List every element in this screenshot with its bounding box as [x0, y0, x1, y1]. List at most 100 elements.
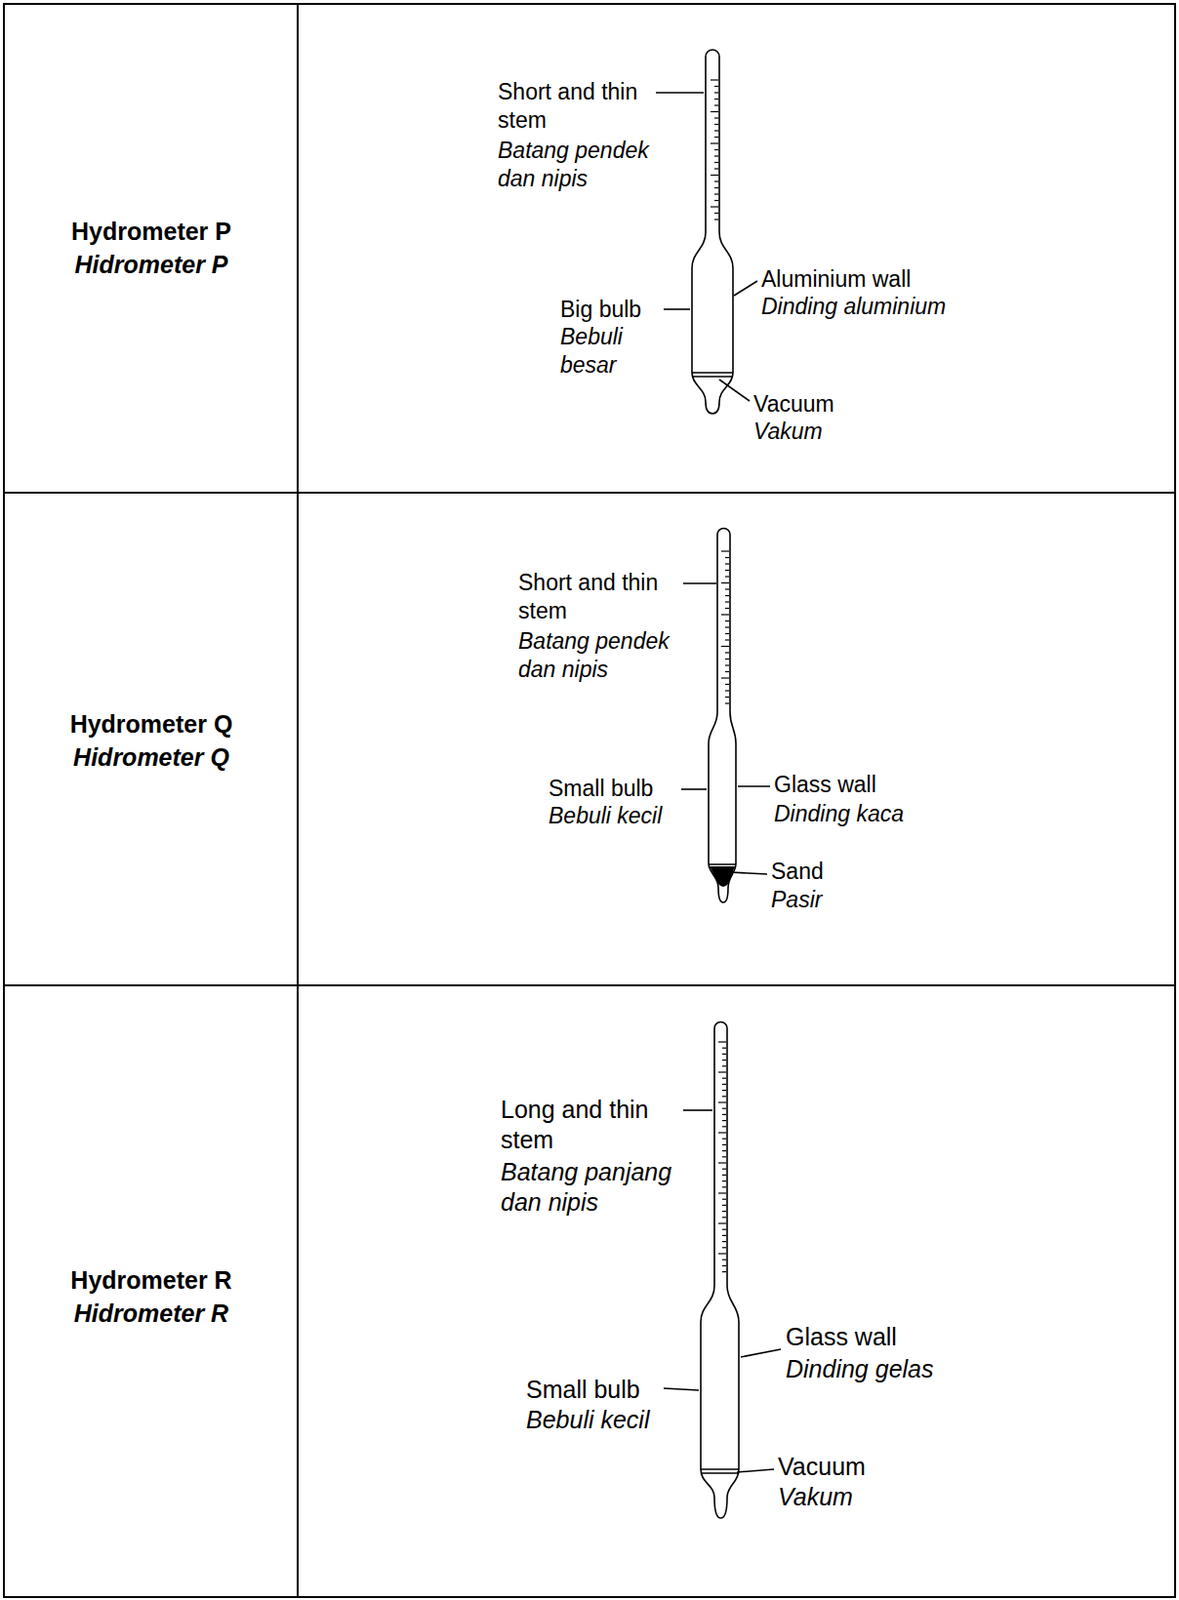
part-label: Batang panjang dan nipis — [500, 1157, 689, 1219]
scale-tick — [718, 1253, 727, 1255]
scale-tick — [714, 98, 719, 100]
part-label: Big bulb — [560, 295, 668, 325]
scale-tick — [714, 117, 719, 119]
scale-tick — [714, 155, 719, 157]
scale-tick — [722, 1144, 727, 1146]
part-label: Dinding gelas — [785, 1354, 1020, 1385]
scale-tick — [722, 1229, 727, 1231]
scale-tick — [722, 1247, 727, 1249]
part-label: Bebuli kecil — [526, 1405, 697, 1436]
scale-tick — [721, 646, 730, 648]
scale-tick — [722, 1156, 727, 1158]
scale-tick — [718, 1132, 727, 1134]
scale-tick — [722, 1217, 727, 1219]
part-label: Vacuum — [753, 390, 949, 419]
scale-tick — [722, 1150, 727, 1152]
part-label: Vacuum — [777, 1452, 974, 1483]
row-heading: Hidrometer P — [19, 249, 284, 281]
part-label: Glass wall — [773, 771, 989, 800]
part-label: Small bulb — [548, 774, 686, 804]
scale-tick — [710, 174, 719, 176]
scale-tick — [710, 205, 719, 207]
scale-tick — [722, 1126, 727, 1128]
scale-tick — [718, 1071, 727, 1073]
scale-tick — [725, 620, 730, 622]
hydrometer-p — [691, 49, 733, 414]
scale-tick — [722, 1138, 727, 1140]
scale-tick — [725, 658, 730, 660]
scale-tick — [718, 1222, 727, 1224]
scale-tick — [718, 1192, 727, 1194]
scale-tick — [722, 1180, 727, 1182]
scale-tick — [710, 79, 719, 81]
row-heading: Hydrometer P — [19, 216, 284, 247]
scale-tick — [710, 111, 719, 113]
scale-tick — [725, 690, 730, 692]
scale-tick — [714, 212, 719, 214]
scale-tick — [722, 1241, 727, 1243]
scale-tick — [722, 1108, 727, 1110]
scale-tick — [725, 595, 730, 597]
part-label: Batang pendek dan nipis — [518, 627, 690, 685]
scale-tick — [725, 563, 730, 565]
scale-tick — [722, 1059, 727, 1061]
scale-tick — [722, 1090, 727, 1092]
scale-tick — [714, 123, 719, 125]
scale-tick — [725, 626, 730, 628]
scale-tick — [714, 180, 719, 182]
scale-tick — [714, 149, 719, 151]
scale-tick — [714, 167, 719, 169]
scale-tick — [722, 1120, 727, 1122]
scale-tick — [725, 557, 730, 559]
hydrometer-q — [708, 528, 736, 904]
scale-tick — [722, 1205, 727, 1207]
hydrometer-r — [700, 1022, 739, 1520]
part-label: Sand — [771, 857, 967, 887]
scale-tick — [718, 1101, 727, 1103]
row-heading: Hidrometer Q — [19, 742, 284, 773]
scale-tick — [725, 651, 730, 653]
row-heading: Hydrometer R — [19, 1265, 284, 1297]
part-label: Batang pendek dan nipis — [497, 136, 672, 194]
scale-tick — [718, 1041, 727, 1043]
scale-tick — [722, 1169, 727, 1171]
scale-tick — [725, 639, 730, 641]
part-label: Long and thin stem — [500, 1095, 689, 1156]
table-grid — [3, 3, 1176, 1598]
scale-tick — [714, 104, 719, 106]
scale-tick — [725, 608, 730, 610]
part-label: Vakum — [777, 1482, 974, 1513]
scale-tick — [722, 1175, 727, 1177]
sand-fill — [709, 866, 735, 888]
part-label: Bebuli kecil — [548, 802, 705, 831]
scale-tick — [714, 129, 719, 131]
scale-tick — [714, 85, 719, 87]
scale-tick — [722, 1211, 727, 1213]
part-label: Small bulb — [526, 1375, 673, 1406]
scale-tick — [725, 696, 730, 698]
scale-tick — [722, 1054, 727, 1056]
vacuum-lines — [691, 372, 739, 1474]
scale-tick — [714, 218, 719, 220]
scale-tick — [714, 136, 719, 138]
scale-tick — [722, 1235, 727, 1237]
scale-tick — [725, 671, 730, 673]
scale-tick — [725, 633, 730, 635]
scale-tick — [722, 1265, 727, 1267]
scale-tick — [722, 1186, 727, 1188]
scale-tick — [725, 601, 730, 603]
scale-tick — [722, 1084, 727, 1086]
scale-tick — [722, 1065, 727, 1067]
hydrometer-outlines — [691, 49, 739, 1519]
scale-tick — [721, 677, 730, 679]
scale-tick — [710, 142, 719, 144]
part-label: Vakum — [753, 417, 949, 447]
part-label: Short and thin stem — [497, 78, 672, 135]
scale-tick — [714, 193, 719, 195]
scale-tick — [722, 1048, 727, 1050]
scale-tick — [725, 575, 730, 577]
scale-tick — [721, 613, 730, 615]
scale-tick — [725, 684, 730, 686]
row-heading: Hidrometer R — [19, 1299, 284, 1330]
scale-tick — [714, 200, 719, 202]
